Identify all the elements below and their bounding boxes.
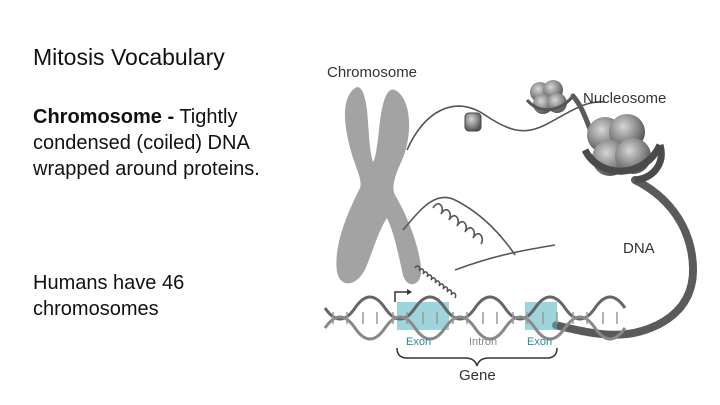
chromosome-diagram: Chromosome Nucleosome DNA Exon Intron Ex… bbox=[323, 64, 698, 384]
nucleosome-label: Nucleosome bbox=[583, 90, 666, 107]
dna-label: DNA bbox=[623, 240, 655, 257]
exon-highlight-2 bbox=[525, 302, 557, 330]
exon-label-2: Exon bbox=[527, 336, 552, 348]
coiled-strand bbox=[402, 101, 606, 299]
double-helix bbox=[323, 289, 627, 341]
fact-paragraph: Humans have 46 chromosomes bbox=[33, 272, 185, 320]
chromosome-label: Chromosome bbox=[327, 64, 417, 81]
chromosome-shape bbox=[336, 87, 422, 285]
slide-title: Mitosis Vocabulary bbox=[33, 44, 225, 70]
small-nucleosome bbox=[464, 112, 482, 132]
transcription-start-arrow bbox=[394, 291, 409, 302]
gene-label: Gene bbox=[459, 367, 496, 384]
large-nucleosome bbox=[581, 114, 665, 184]
definition-text: Tightly condensed (coiled) DNA wrapped a… bbox=[33, 106, 260, 180]
definition-paragraph: Chromosome - Tightly condensed (coiled) … bbox=[33, 104, 323, 182]
definition-term: Chromosome - bbox=[33, 106, 175, 128]
medium-nucleosome bbox=[525, 80, 575, 114]
gene-bracket bbox=[396, 347, 558, 367]
intron-label: Intron bbox=[469, 336, 497, 348]
exon-label-1: Exon bbox=[406, 336, 431, 348]
